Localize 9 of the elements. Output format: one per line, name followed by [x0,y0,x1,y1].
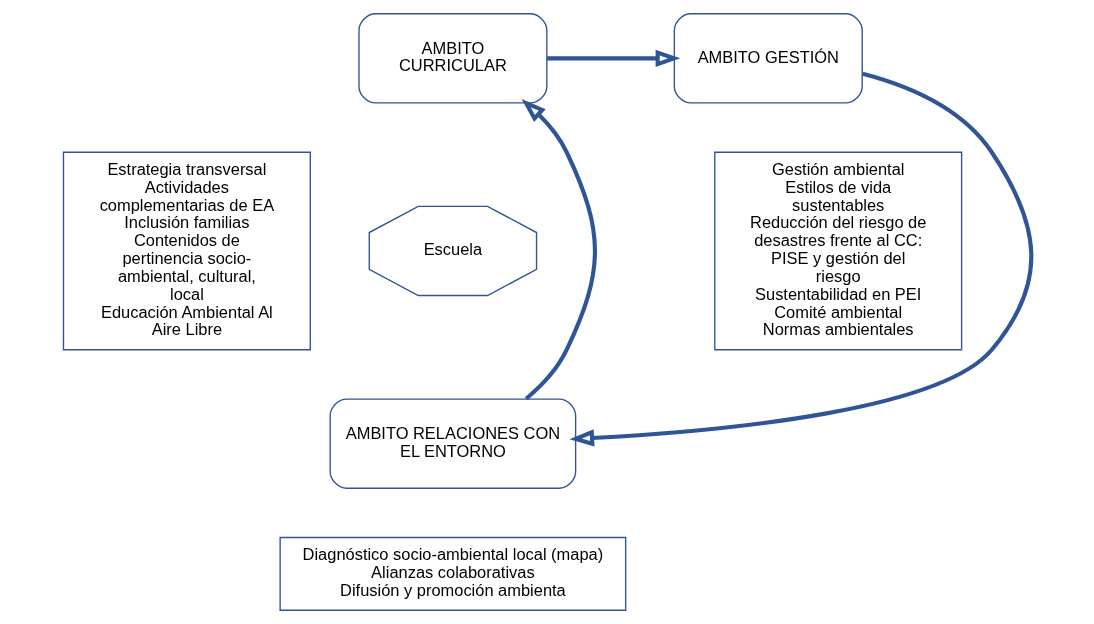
arrow [568,71,1033,447]
node-box: AMBITO CURRICULAR [357,13,547,104]
node-box: AMBITO RELACIONES CON EL ENTORNO [329,398,576,489]
node-box: Gestión ambiental Estilos de vida sustentables Reducción del riesgo de desastres frente al CC: PISE y gestión del riesgo Sustentabilidad en PEI Comité ambiental Normas ambientales [713,151,962,351]
arrow [521,99,597,401]
node-box: Diagnóstico socio-ambiental local (mapa) Alianzas colaborativas Difusión y promoción ambienta [278,536,626,611]
node-box: AMBITO GESTIÓN [673,13,863,104]
arrow [546,49,680,67]
node-box: Estrategia transversal Actividades complementarias de EA Inclusión familias Contenidos de pertinencia socio-ambiental, cultural, local Educación Ambiental Al Aire Libre [62,151,311,351]
